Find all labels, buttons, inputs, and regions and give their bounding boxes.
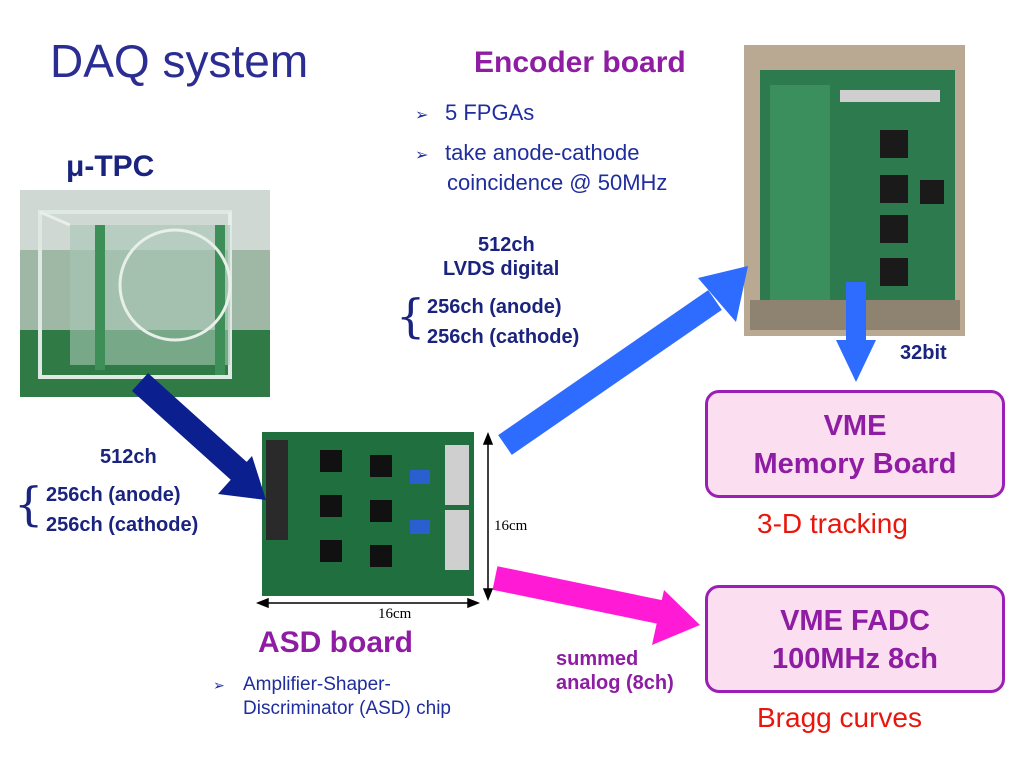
asd-dimension-lines (255, 431, 494, 609)
encoder-bullet-2-cont: coincidence @ 50MHz (447, 170, 668, 195)
arrow-tpc-to-asd (131, 373, 266, 500)
asd-input-cathode: 256ch (cathode) (46, 514, 199, 536)
arrow-bullet-icon: ➢ (415, 107, 429, 124)
analog-label-1: summed (556, 648, 639, 670)
lvds-brace: { (396, 289, 426, 343)
bus-width-label: 32bit (900, 342, 947, 364)
arrow-encoder-to-memory (836, 282, 876, 382)
arrow-bullet-icon: ➢ (213, 677, 225, 693)
encoder-board-photo (744, 45, 965, 336)
vme-memory-box: VME Memory Board (705, 390, 1005, 498)
asd-input-anode: 256ch (anode) (46, 484, 181, 506)
tpc-photo (20, 190, 270, 397)
lvds-type: LVDS digital (443, 258, 560, 280)
page-title: DAQ system (50, 35, 309, 87)
arrow-bullet-icon: ➢ (415, 147, 429, 164)
tpc-label: μ-TPC (66, 150, 155, 183)
lvds-anode: 256ch (anode) (427, 296, 562, 318)
arrow-asd-to-fadc (492, 566, 700, 645)
lvds-cathode: 256ch (cathode) (427, 326, 580, 348)
asd-height-label: 16cm (494, 518, 528, 534)
asd-width-label: 16cm (378, 606, 412, 622)
asd-board-photo (262, 432, 474, 596)
asd-bullet-1: ➢Amplifier-Shaper- (213, 672, 391, 698)
analog-label-2: analog (8ch) (556, 672, 674, 694)
lvds-channels: 512ch (478, 234, 535, 256)
vme-memory-line1: VME (823, 410, 887, 442)
vme-fadc-box: VME FADC 100MHz 8ch (705, 585, 1005, 693)
tracking-caption: 3-D tracking (757, 508, 908, 539)
arrow-asd-to-encoder (498, 266, 748, 455)
asd-input-channels: 512ch (100, 446, 157, 468)
vme-fadc-line1: VME FADC (780, 605, 930, 637)
asd-input-brace: { (14, 477, 44, 531)
encoder-bullet-2: ➢take anode-cathode (415, 138, 640, 171)
encoder-bullet-1: ➢5 FPGAs (415, 98, 534, 131)
encoder-title: Encoder board (474, 46, 686, 79)
vme-memory-line2: Memory Board (753, 448, 957, 480)
asd-bullet-1-cont: Discriminator (ASD) chip (243, 698, 451, 719)
vme-fadc-line2: 100MHz 8ch (771, 643, 938, 675)
bragg-caption: Bragg curves (757, 702, 922, 733)
asd-title: ASD board (258, 626, 414, 659)
